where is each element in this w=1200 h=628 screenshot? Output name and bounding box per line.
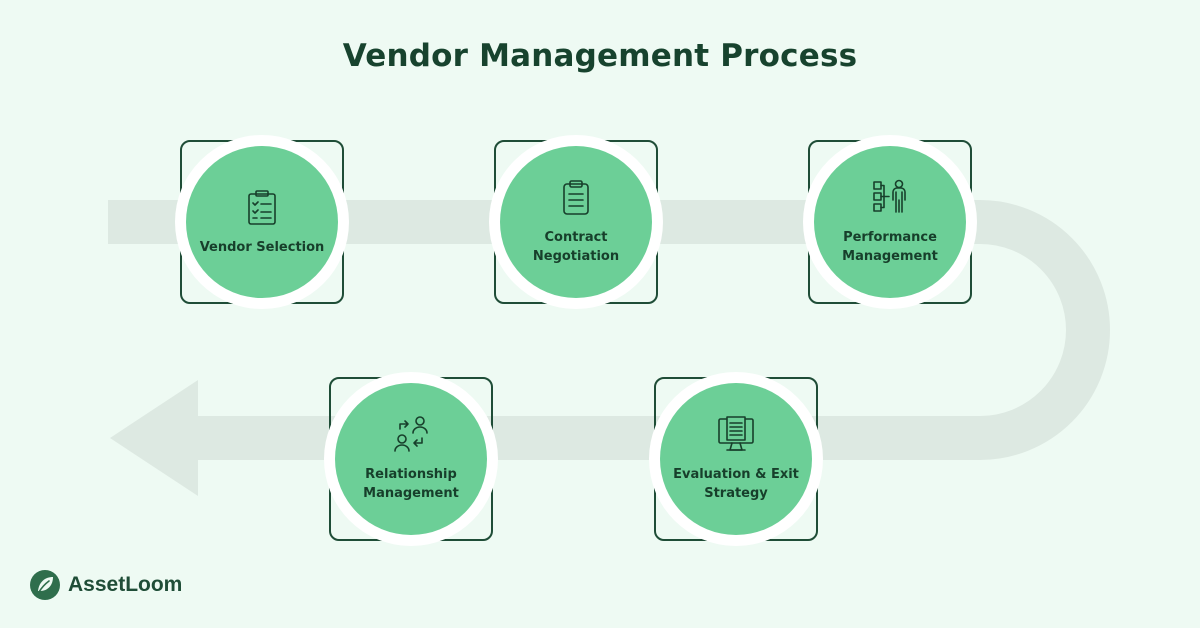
clipboard-icon <box>557 178 595 216</box>
step-performance-management: Performance Management <box>803 135 977 309</box>
step-circle: Relationship Management <box>335 383 487 535</box>
step-contract-negotiation: Contract Negotiation <box>489 135 663 309</box>
page-title: Vendor Management Process <box>342 38 858 74</box>
step-circle: Vendor Selection <box>186 146 338 298</box>
step-label: Contract Negotiation <box>532 230 620 264</box>
step-label: Evaluation & Exit Strategy <box>673 467 799 501</box>
step-relationship-management: Relationship Management <box>324 372 498 546</box>
brand: AssetLoom <box>30 570 182 600</box>
step-label: Vendor Selection <box>199 239 325 255</box>
org-chart-person-icon <box>871 178 909 216</box>
step-label: Performance Management <box>842 230 938 264</box>
step-circle: Performance Management <box>814 146 966 298</box>
people-exchange-icon <box>392 415 430 453</box>
monitor-document-icon <box>717 415 755 453</box>
step-vendor-selection: Vendor Selection <box>175 135 349 309</box>
step-label: Relationship Management <box>363 467 459 501</box>
leaf-logo-icon <box>30 570 60 600</box>
checklist-clipboard-icon <box>243 188 281 226</box>
step-evaluation-exit-strategy: Evaluation & Exit Strategy <box>649 372 823 546</box>
step-circle: Evaluation & Exit Strategy <box>660 383 812 535</box>
step-circle: Contract Negotiation <box>500 146 652 298</box>
brand-name: AssetLoom <box>68 573 183 596</box>
